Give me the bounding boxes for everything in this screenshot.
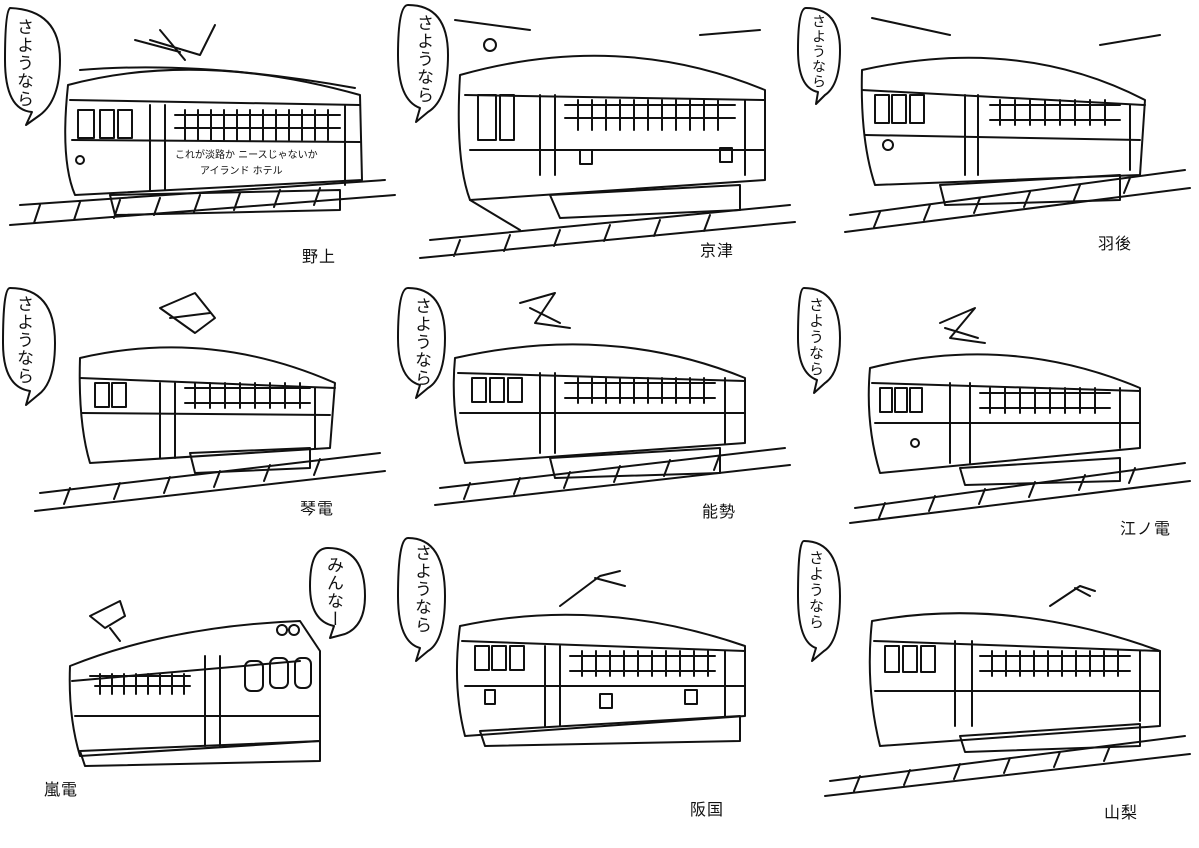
panel-2: さようなら 京津 — [397, 0, 800, 283]
speech-bubble — [797, 540, 841, 662]
panel-4: さようなら 琴電 — [0, 283, 400, 566]
side-sign-line-2: アイランド ホテル — [200, 166, 283, 177]
speech-bubble — [4, 7, 61, 126]
tram-drawing — [4, 7, 396, 226]
tram-drawing — [797, 540, 1191, 797]
car-body — [64, 68, 363, 196]
speech-text: さようなら — [413, 14, 433, 104]
car-body — [78, 346, 336, 464]
tram-drawing — [797, 287, 1191, 524]
panel-5: さようなら 能勢 — [397, 283, 800, 566]
panel-1: さようなら これが淡路か ニースじゃないか アイランド ホテル 野上 — [0, 0, 400, 283]
speech-bubble — [2, 287, 56, 406]
car-body — [457, 54, 766, 201]
car-body — [452, 343, 746, 464]
side-sign-line-1: これが淡路か ニースじゃないか — [175, 150, 318, 161]
speech-bubble — [397, 537, 446, 662]
car-body — [868, 612, 1161, 747]
tram-drawing — [397, 4, 796, 259]
panel-3: さようなら 羽後 — [797, 0, 1199, 283]
panel-7: みんなー 嵐電 — [0, 547, 400, 848]
tram-drawing — [397, 537, 746, 747]
tram-name: 阪国 — [690, 800, 725, 819]
speech-text: みんなー — [323, 556, 343, 628]
speech-bubble — [397, 4, 449, 123]
speech-bubble — [309, 547, 366, 639]
tram-name: 山梨 — [1104, 803, 1139, 822]
tram-name: 羽後 — [1098, 234, 1133, 253]
speech-text: さようなら — [810, 14, 826, 89]
speech-text: さようなら — [13, 295, 33, 385]
panel-6: さようなら 江ノ電 — [797, 283, 1199, 566]
tram-name: 江ノ電 — [1120, 519, 1172, 538]
panel-8: さようなら 阪国 — [397, 537, 800, 848]
track — [9, 179, 396, 226]
tram-drawing — [2, 287, 386, 512]
tram-name: 京津 — [700, 241, 735, 260]
car-body — [455, 613, 746, 737]
speech-text: さようなら — [411, 297, 431, 387]
tram-name: 嵐電 — [44, 780, 79, 799]
speech-text: さようなら — [411, 544, 431, 634]
car-body — [860, 56, 1146, 186]
tram-name: 野上 — [302, 247, 337, 266]
tram-name: 能勢 — [702, 502, 737, 521]
speech-bubble — [397, 287, 446, 399]
speech-text: さようなら — [807, 297, 825, 377]
tram-drawing — [68, 547, 366, 767]
speech-bubble — [797, 7, 841, 105]
speech-bubble — [797, 287, 841, 394]
tram-name: 琴電 — [300, 499, 335, 518]
tram-drawing — [797, 7, 1191, 233]
car-body — [68, 620, 321, 757]
panel-9: さようなら 山梨 — [797, 540, 1199, 848]
speech-text: さようなら — [807, 550, 825, 630]
speech-text: さようなら — [13, 18, 33, 108]
tram-drawing — [397, 287, 791, 506]
car-body — [867, 353, 1141, 474]
